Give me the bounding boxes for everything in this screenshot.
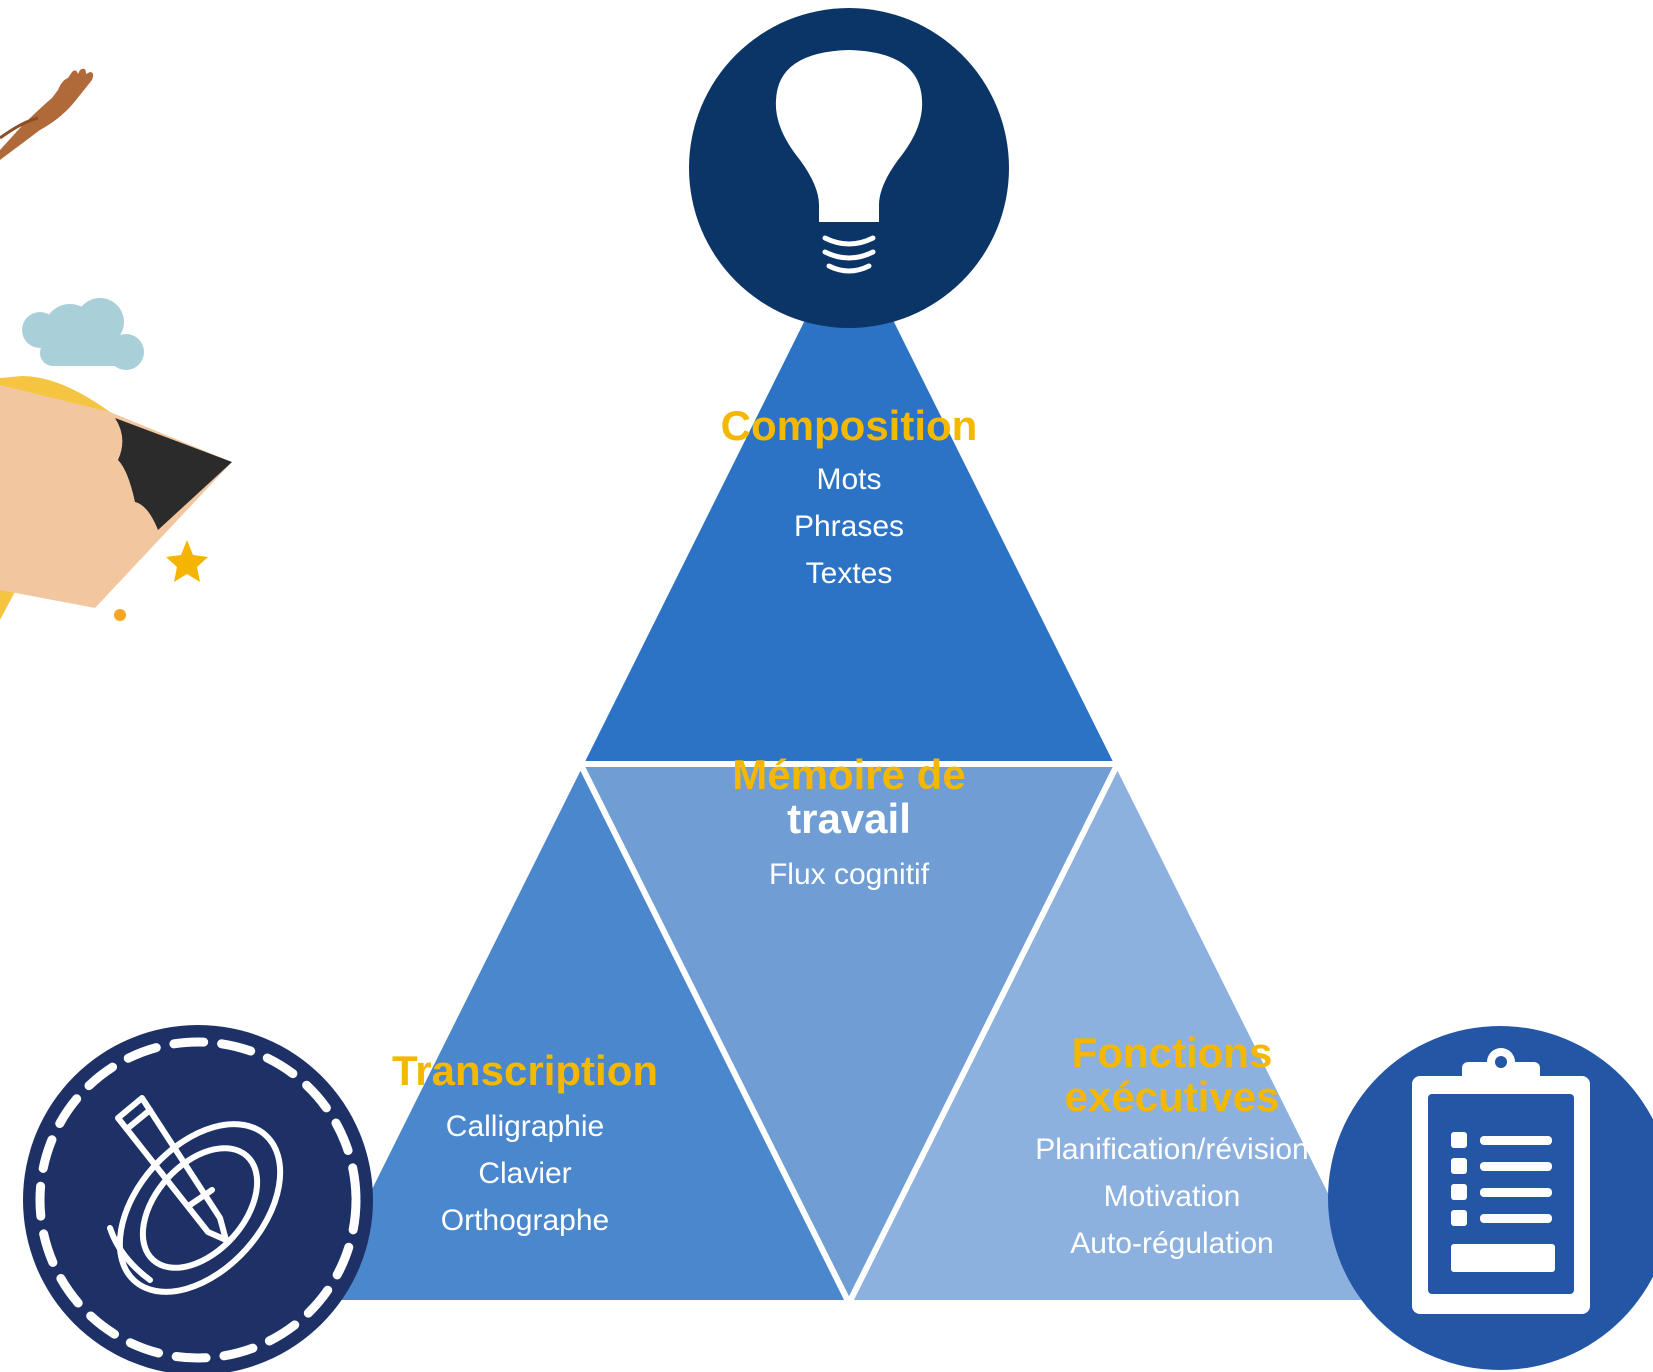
- transcription-item-clavier: Clavier: [478, 1157, 572, 1190]
- clipboard-icon: [1412, 1048, 1590, 1314]
- clipboard-badge: [1328, 1026, 1653, 1370]
- fonctions-title-line1: Fonctions: [1071, 1029, 1273, 1076]
- center-triangle: [577, 761, 1121, 1306]
- memoire-title-line2: travail: [787, 795, 911, 842]
- transcription-title: Transcription: [391, 1047, 659, 1094]
- composition-title: Composition: [720, 402, 978, 449]
- fonctions-item-autoregulation: Auto-régulation: [1070, 1227, 1274, 1260]
- star-icon: [166, 540, 208, 582]
- transcription-item-calligraphie: Calligraphie: [445, 1110, 605, 1143]
- pencil-badge: [23, 1025, 373, 1372]
- pencil-icon: [107, 1095, 284, 1295]
- pencil-illustration: [0, 376, 232, 621]
- fonctions-title-line2: exécutives: [1064, 1073, 1280, 1120]
- composition-item-mots: Mots: [816, 463, 882, 496]
- memoire-item-flux: Flux cognitif: [768, 858, 930, 891]
- transcription-item-orthographe: Orthographe: [440, 1204, 610, 1237]
- fonctions-item-planification: Planification/révision: [1035, 1133, 1309, 1166]
- fonctions-item-motivation: Motivation: [1103, 1180, 1241, 1213]
- memoire-title-line1: Mémoire de: [732, 751, 966, 798]
- lightbulb-icon: [775, 50, 923, 274]
- composition-item-textes: Textes: [805, 557, 893, 590]
- hand-illustration: [0, 68, 94, 160]
- composition-item-phrases: Phrases: [793, 510, 905, 543]
- lightbulb-badge: [689, 8, 1009, 328]
- cloud-icon: [22, 298, 144, 370]
